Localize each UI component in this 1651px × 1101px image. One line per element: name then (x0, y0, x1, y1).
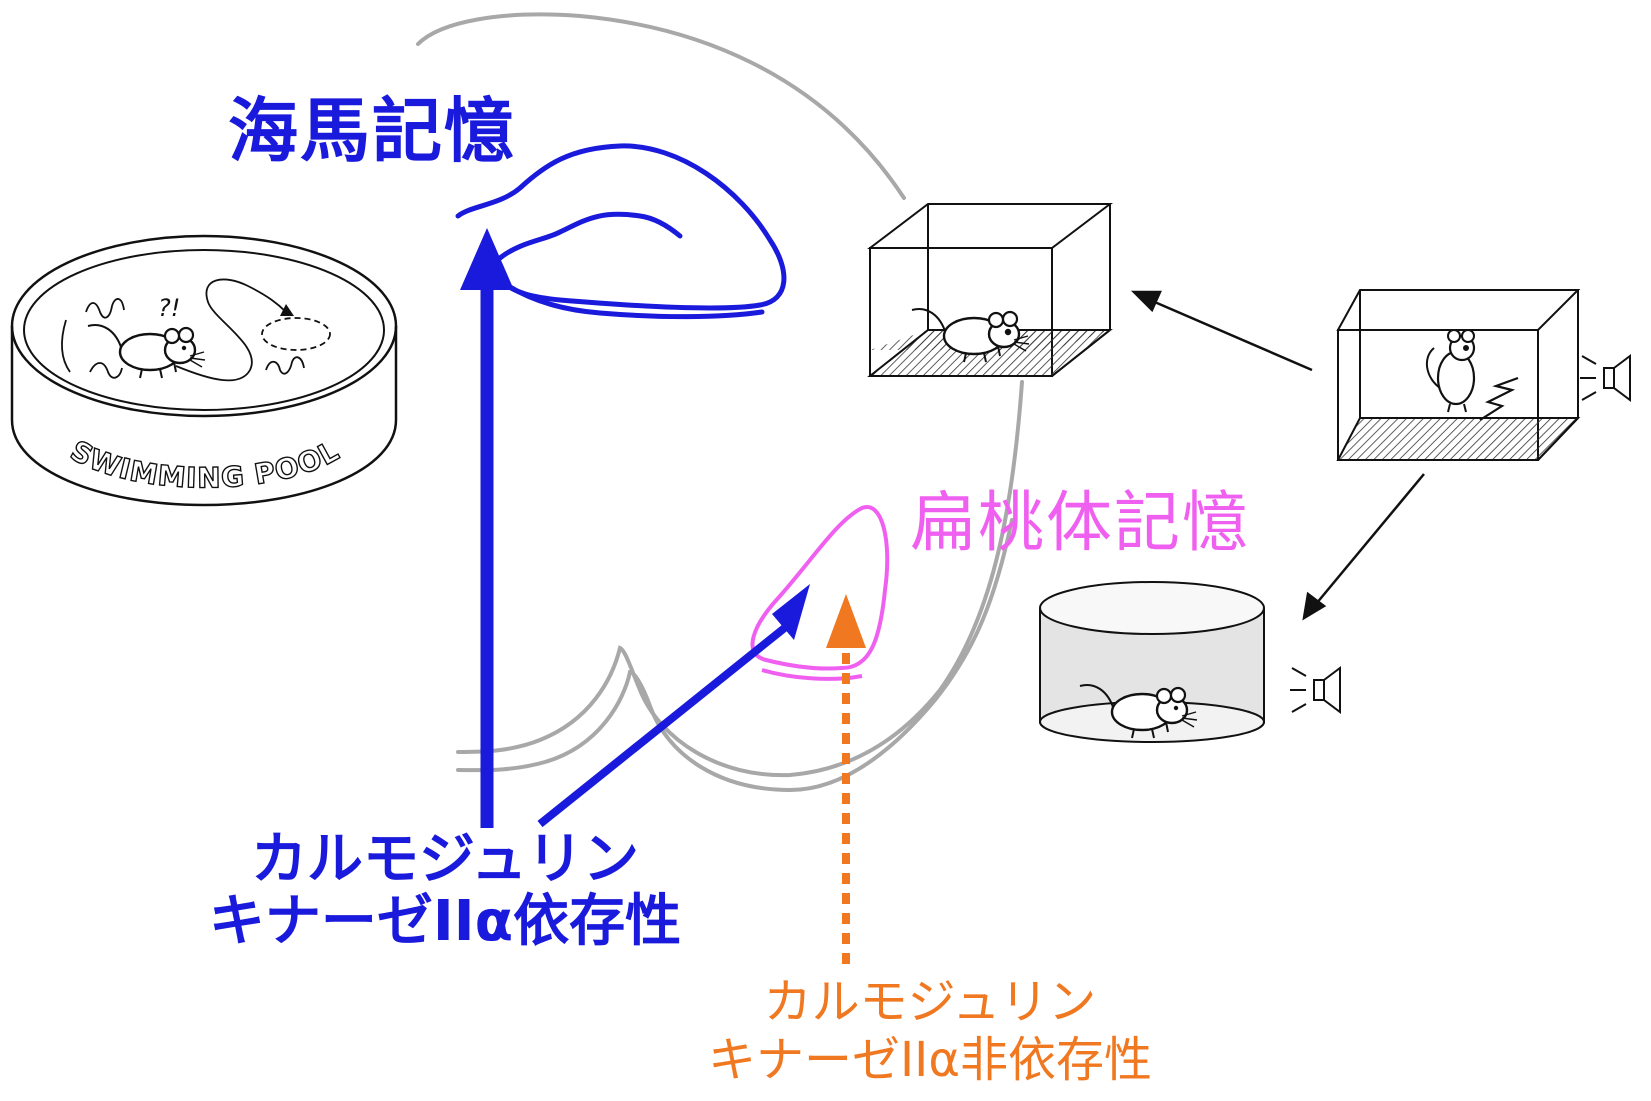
hippocampal-memory-label: 海馬記憶 (228, 90, 516, 172)
hippocampus-shape (455, 143, 787, 320)
amygdala-memory-label: 扁桃体記憶 (910, 484, 1250, 561)
pool-sign-text: SWIMMING POOL (65, 434, 345, 495)
independent-arrow (826, 594, 866, 964)
dependent-label-line1: カルモジュリン (250, 827, 640, 892)
swimming-pool: ?! SWIMMING POOL (10, 234, 398, 507)
standing-mouse-icon (1425, 329, 1476, 413)
dependent-label-line2: キナーゼIIα依存性 (208, 889, 682, 954)
pool-sign: SWIMMING POOL (64, 433, 344, 495)
chamber-arrows (1130, 290, 1425, 621)
amygdala-shape (750, 505, 890, 681)
mouse-exclaim: ?! (158, 294, 180, 322)
brain-outline (416, 12, 1024, 793)
independent-label-line1: カルモジュリン (763, 974, 1097, 1030)
arrowhead (772, 584, 810, 640)
cue-cylinder (1039, 581, 1265, 743)
dependent-arrows (460, 228, 810, 828)
lightning-icon (1479, 376, 1519, 421)
speaker-icon (1580, 354, 1631, 402)
context-chamber (867, 203, 1113, 377)
independent-label-line2: キナーゼIIα非依存性 (708, 1032, 1152, 1088)
conditioning-chamber (1336, 289, 1581, 461)
speaker-icon (1290, 666, 1341, 714)
